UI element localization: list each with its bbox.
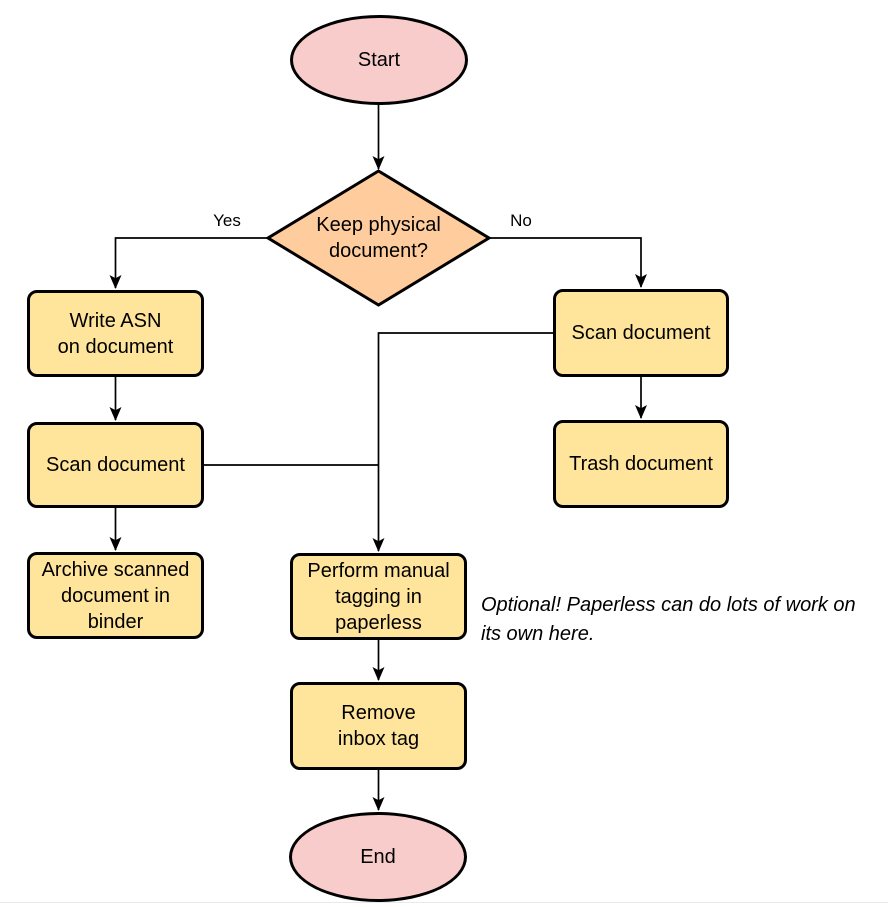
decision-diamond-shape xyxy=(265,169,492,307)
bottom-divider xyxy=(0,902,888,903)
node-scan-document-right-label: Scan document xyxy=(571,322,711,344)
node-start-label: Start xyxy=(357,49,401,71)
note-text: Optional! Paperless can do lots of work … xyxy=(481,594,856,645)
node-scan-document-left: Scan document xyxy=(27,422,204,508)
edge-label-no: No xyxy=(510,211,532,230)
node-end: End xyxy=(289,812,467,902)
edge-decision-no-to-scan-right xyxy=(489,237,647,288)
edge-scan-right-to-tagging xyxy=(372,332,553,552)
edge-decision-yes-to-write-asn xyxy=(109,237,268,289)
node-archive-binder-label: Archive scanned document in binder xyxy=(41,558,190,633)
edge-label-yes: Yes xyxy=(213,211,241,230)
node-manual-tagging-label: Perform manual tagging in paperless xyxy=(307,559,450,634)
node-decision-label: Keep physical document? xyxy=(316,214,441,262)
node-trash-document-label: Trash document xyxy=(569,453,713,475)
node-end-label: End xyxy=(360,846,396,868)
node-remove-inbox-tag: Remove inbox tag xyxy=(290,682,467,770)
node-write-asn: Write ASN on document xyxy=(27,290,204,377)
node-start: Start xyxy=(290,15,468,105)
node-manual-tagging: Perform manual tagging in paperless xyxy=(290,553,467,640)
node-remove-inbox-tag-label: Remove inbox tag xyxy=(337,702,420,750)
node-scan-document-left-label: Scan document xyxy=(46,454,185,476)
node-scan-document-right: Scan document xyxy=(553,289,729,377)
node-archive-binder: Archive scanned document in binder xyxy=(27,552,204,639)
node-write-asn-label: Write ASN on document xyxy=(57,309,174,358)
node-trash-document: Trash document xyxy=(553,420,729,508)
